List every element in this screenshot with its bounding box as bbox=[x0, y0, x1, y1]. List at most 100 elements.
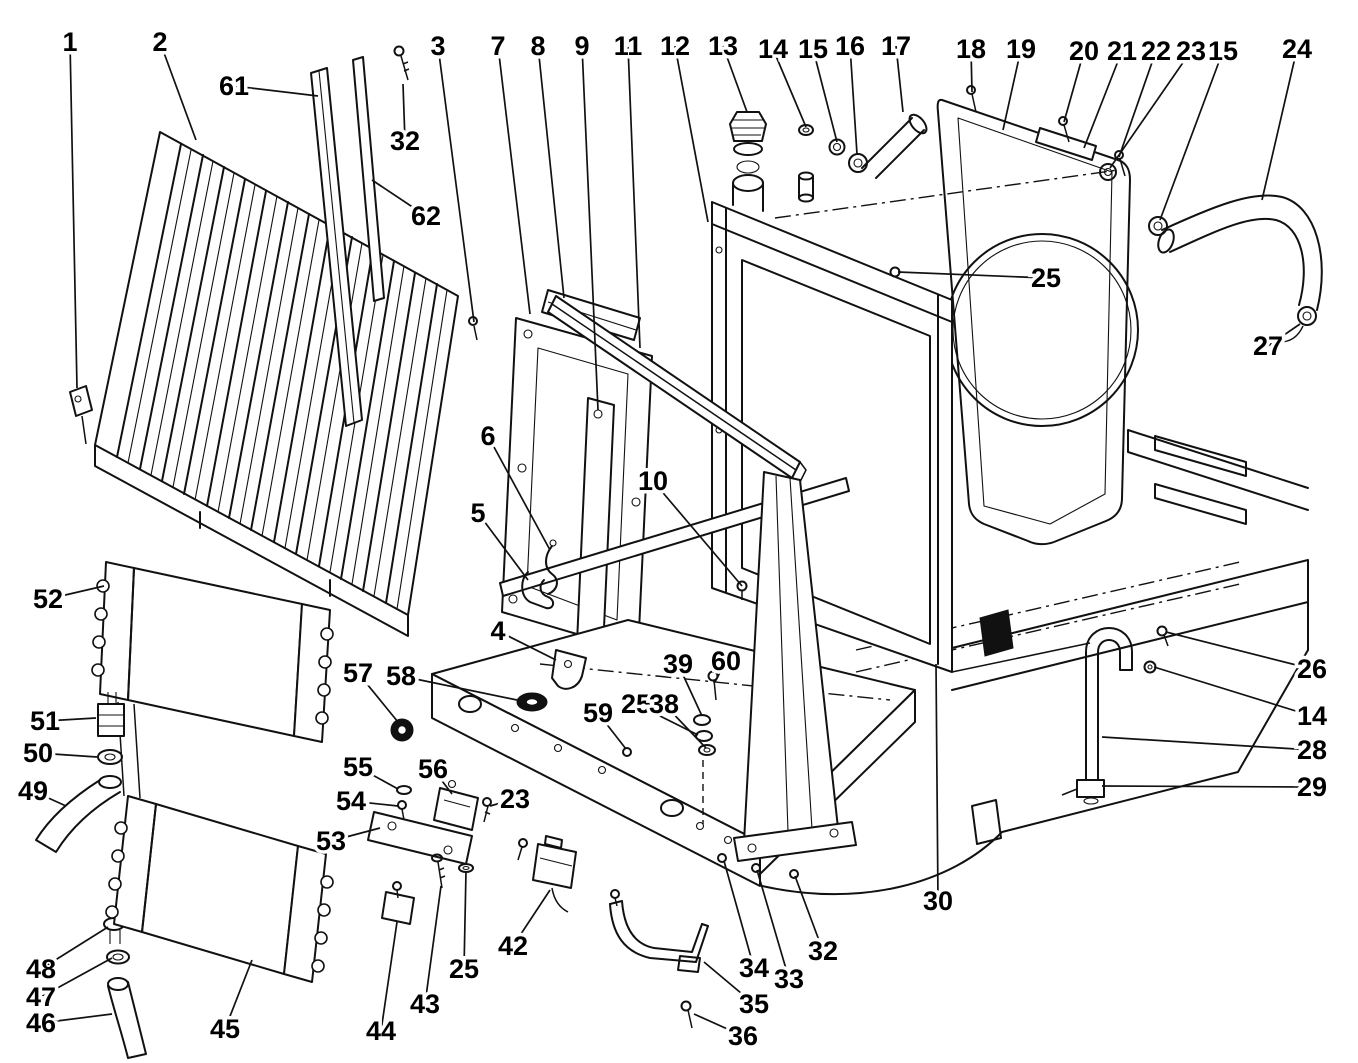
callout-25: 25 bbox=[449, 954, 479, 984]
callout-26: 26 bbox=[1297, 654, 1327, 684]
seal-ring-58 bbox=[516, 692, 548, 712]
retainer-strip-61 bbox=[310, 67, 363, 427]
leader-line-6 bbox=[487, 435, 551, 551]
callout-15: 15 bbox=[1208, 36, 1238, 66]
solenoid-valve-42 bbox=[517, 835, 577, 913]
leader-line-43 bbox=[424, 885, 442, 1005]
callout-16: 16 bbox=[835, 31, 865, 61]
callout-56: 56 bbox=[418, 754, 448, 784]
leader-line-46 bbox=[40, 1013, 113, 1024]
leader-line-18 bbox=[970, 48, 973, 93]
illustration-layer bbox=[35, 45, 1323, 1059]
shroud-screw-20 bbox=[1058, 116, 1070, 143]
leader-line-10 bbox=[652, 480, 743, 587]
leader-line-15 bbox=[1159, 50, 1224, 221]
leader-line-26 bbox=[1165, 631, 1313, 670]
callout-24: 24 bbox=[1282, 34, 1312, 64]
leader-line-23 bbox=[489, 798, 516, 807]
leader-line-60 bbox=[714, 660, 727, 683]
callout-17: 17 bbox=[881, 31, 911, 61]
callout-45: 45 bbox=[210, 1014, 240, 1044]
leader-line-1 bbox=[69, 41, 78, 389]
callout-22: 22 bbox=[1141, 36, 1171, 66]
fitting-51 bbox=[97, 692, 125, 737]
callout-51: 51 bbox=[30, 706, 60, 736]
bolt-54 bbox=[397, 800, 407, 821]
leader-line-62 bbox=[371, 179, 427, 217]
callout-49: 49 bbox=[18, 776, 48, 806]
elbow-29 bbox=[1061, 779, 1105, 805]
oil-cooler-52 bbox=[91, 561, 334, 799]
leader-line-22 bbox=[1118, 50, 1157, 158]
screw-32-top bbox=[393, 45, 410, 81]
callout-44: 44 bbox=[366, 1016, 396, 1046]
clamp-block-56 bbox=[433, 779, 479, 831]
frame-pad bbox=[979, 609, 1014, 657]
bracket-group bbox=[367, 779, 492, 925]
fan-shroud bbox=[936, 85, 1139, 546]
callout-28: 28 bbox=[1297, 735, 1327, 765]
leader-line-14 bbox=[772, 48, 807, 128]
leader-line-49 bbox=[32, 790, 67, 807]
callout-7: 7 bbox=[490, 31, 505, 61]
callout-62: 62 bbox=[411, 201, 441, 231]
shroud-screw-22 bbox=[1114, 150, 1126, 177]
callout-30: 30 bbox=[923, 886, 953, 916]
leader-line-44 bbox=[380, 921, 398, 1032]
screw-36 bbox=[680, 1000, 693, 1029]
washer-25-lower bbox=[458, 863, 474, 873]
leader-line-16 bbox=[849, 45, 858, 155]
clip-1 bbox=[69, 385, 93, 445]
callout-55: 55 bbox=[343, 752, 373, 782]
callout-36: 36 bbox=[728, 1021, 758, 1051]
leader-line-19 bbox=[1002, 48, 1022, 131]
screw-43 bbox=[431, 853, 446, 889]
callout-15: 15 bbox=[798, 34, 828, 64]
washer-25 bbox=[695, 730, 713, 742]
leader-line-5 bbox=[477, 512, 529, 581]
callout-54: 54 bbox=[336, 786, 366, 816]
leader-line-25 bbox=[897, 271, 1047, 279]
radiator-cap bbox=[729, 111, 767, 156]
leader-line-27 bbox=[1267, 323, 1301, 347]
leader-line-32 bbox=[794, 875, 824, 952]
callout-23: 23 bbox=[500, 784, 530, 814]
leader-line-54 bbox=[350, 800, 399, 807]
leader-line-39 bbox=[677, 663, 703, 717]
leader-line-51 bbox=[44, 717, 97, 722]
callout-13: 13 bbox=[708, 31, 738, 61]
leader-line-23 bbox=[1109, 50, 1192, 169]
hose-49 bbox=[35, 775, 122, 853]
callout-48: 48 bbox=[26, 954, 56, 984]
leader-line-24 bbox=[1261, 48, 1298, 201]
leader-line-36 bbox=[693, 1013, 744, 1037]
callout-20: 20 bbox=[1069, 36, 1099, 66]
leader-line-21 bbox=[1083, 50, 1123, 149]
leader-line-52 bbox=[47, 585, 105, 600]
callout-18: 18 bbox=[956, 34, 986, 64]
radiator-core bbox=[741, 259, 931, 645]
callout-4: 4 bbox=[490, 616, 505, 646]
callout-57: 57 bbox=[343, 658, 373, 688]
callout-8: 8 bbox=[530, 31, 545, 61]
mounting-stand-10 bbox=[733, 471, 857, 862]
leader-line-13 bbox=[722, 45, 748, 113]
leader-line-30 bbox=[935, 663, 939, 902]
callout-23: 23 bbox=[1176, 36, 1206, 66]
grommet-57 bbox=[390, 718, 414, 742]
callout-35: 35 bbox=[739, 989, 769, 1019]
outlet-hose-24 bbox=[1148, 194, 1323, 343]
leader-line-9 bbox=[581, 45, 599, 411]
callout-14: 14 bbox=[758, 34, 788, 64]
callout-47: 47 bbox=[26, 982, 56, 1012]
leader-line-34 bbox=[723, 860, 755, 969]
upper-hose-17 bbox=[861, 117, 925, 179]
leader-line-42 bbox=[512, 889, 551, 947]
leader-line-29 bbox=[1101, 785, 1313, 788]
leader-line-45 bbox=[224, 959, 253, 1030]
leader-line-55 bbox=[357, 766, 399, 790]
filler-neck bbox=[732, 160, 764, 212]
